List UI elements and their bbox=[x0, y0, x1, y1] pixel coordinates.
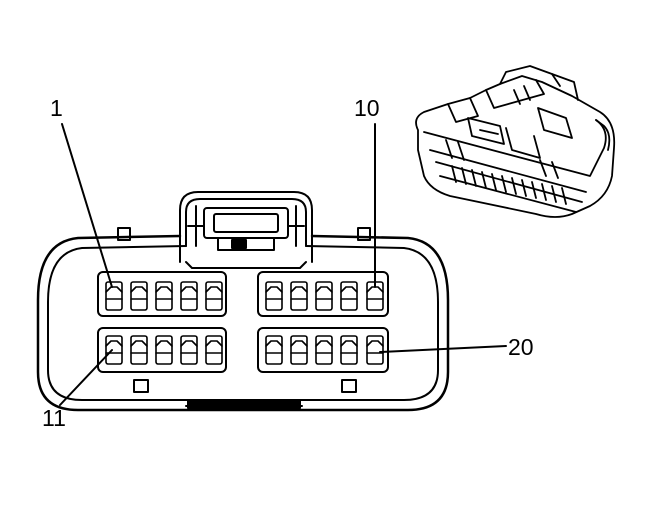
alignment-notch-left bbox=[117, 227, 131, 241]
pin-cavity bbox=[155, 335, 173, 365]
cavity-block-top-right bbox=[257, 271, 389, 317]
pin-cavity bbox=[180, 335, 198, 365]
pin-label-1: 1 bbox=[50, 95, 63, 121]
pin-cavity bbox=[315, 281, 333, 311]
pin-cavity bbox=[105, 281, 123, 311]
connector-3d-view bbox=[415, 65, 616, 218]
bottom-rib bbox=[185, 399, 303, 409]
leader-line-20 bbox=[379, 345, 507, 353]
pin-cavity bbox=[130, 281, 148, 311]
pin-cavity bbox=[155, 281, 173, 311]
pin-cavity bbox=[130, 335, 148, 365]
pin-cavity bbox=[265, 281, 283, 311]
pin-cavity bbox=[205, 281, 223, 311]
pin-label-10: 10 bbox=[354, 95, 380, 121]
cavity-block-bottom-left bbox=[97, 327, 227, 373]
pin-cavity bbox=[180, 281, 198, 311]
cavity-block-top-left bbox=[97, 271, 227, 317]
pin-cavity bbox=[205, 335, 223, 365]
pin-row-bottom bbox=[105, 335, 384, 365]
pin-cavity bbox=[105, 335, 123, 365]
pin-cavity bbox=[265, 335, 283, 365]
bottom-notch-right bbox=[341, 379, 357, 393]
cavity-block-bottom-right bbox=[257, 327, 389, 373]
pin-cavity bbox=[315, 335, 333, 365]
leader-line-1 bbox=[61, 123, 113, 288]
pin-label-11: 11 bbox=[42, 405, 66, 431]
bottom-notch-left bbox=[133, 379, 149, 393]
pin-cavity bbox=[290, 335, 308, 365]
pin-row-top bbox=[105, 281, 384, 311]
alignment-notch-right bbox=[357, 227, 371, 241]
pin-cavity bbox=[340, 281, 358, 311]
pin-cavity bbox=[340, 335, 358, 365]
pin-cavity bbox=[366, 335, 384, 365]
connector-housing-outer bbox=[36, 234, 450, 412]
pin-label-20: 20 bbox=[508, 334, 534, 360]
latch-tab bbox=[179, 191, 313, 269]
pin-cavity bbox=[290, 281, 308, 311]
leader-line-11 bbox=[59, 349, 113, 406]
